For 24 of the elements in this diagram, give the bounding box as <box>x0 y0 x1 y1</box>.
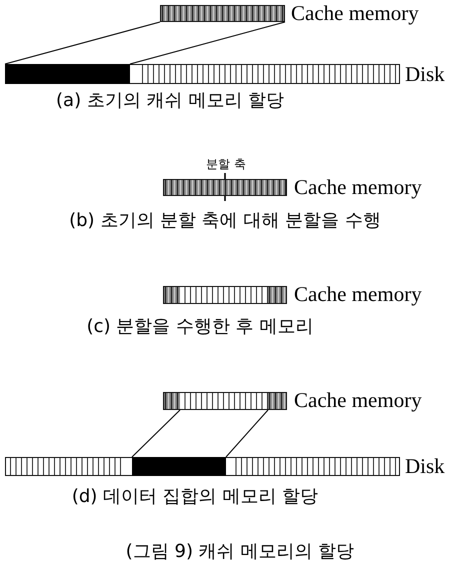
disk-bar <box>5 457 400 476</box>
cache-bar <box>163 179 287 196</box>
cache-bar <box>160 5 285 22</box>
subfigure-caption: (d) 데이터 집합의 메모리 할당 <box>70 488 320 506</box>
connector-line <box>226 410 268 458</box>
allocated-block <box>132 457 226 476</box>
disk-bar <box>5 64 400 84</box>
subfigure-caption: (b) 초기의 분할 축에 대해 분할을 수행 <box>68 212 382 230</box>
axis-label: 분할 축 <box>205 158 247 170</box>
cache-bar <box>163 392 287 410</box>
bar-label: Disk <box>405 64 445 85</box>
bar-label: Disk <box>405 456 445 477</box>
bar-label: Cache memory <box>294 284 422 305</box>
bar-label: Cache memory <box>294 177 422 198</box>
connector-line <box>130 22 286 64</box>
connector-line <box>4 22 160 64</box>
subfigure-caption: (c) 분할을 수행한 후 메모리 <box>86 318 314 336</box>
allocated-block <box>5 64 130 84</box>
bar-label: Cache memory <box>291 3 419 24</box>
cache-bar <box>163 286 287 304</box>
subfigure-caption: (a) 초기의 캐쉬 메모리 할당 <box>55 92 285 110</box>
bar-label: Cache memory <box>294 390 422 411</box>
connector-line <box>132 410 180 458</box>
figure-caption: (그림 9) 캐쉬 메모리의 할당 <box>124 543 356 561</box>
